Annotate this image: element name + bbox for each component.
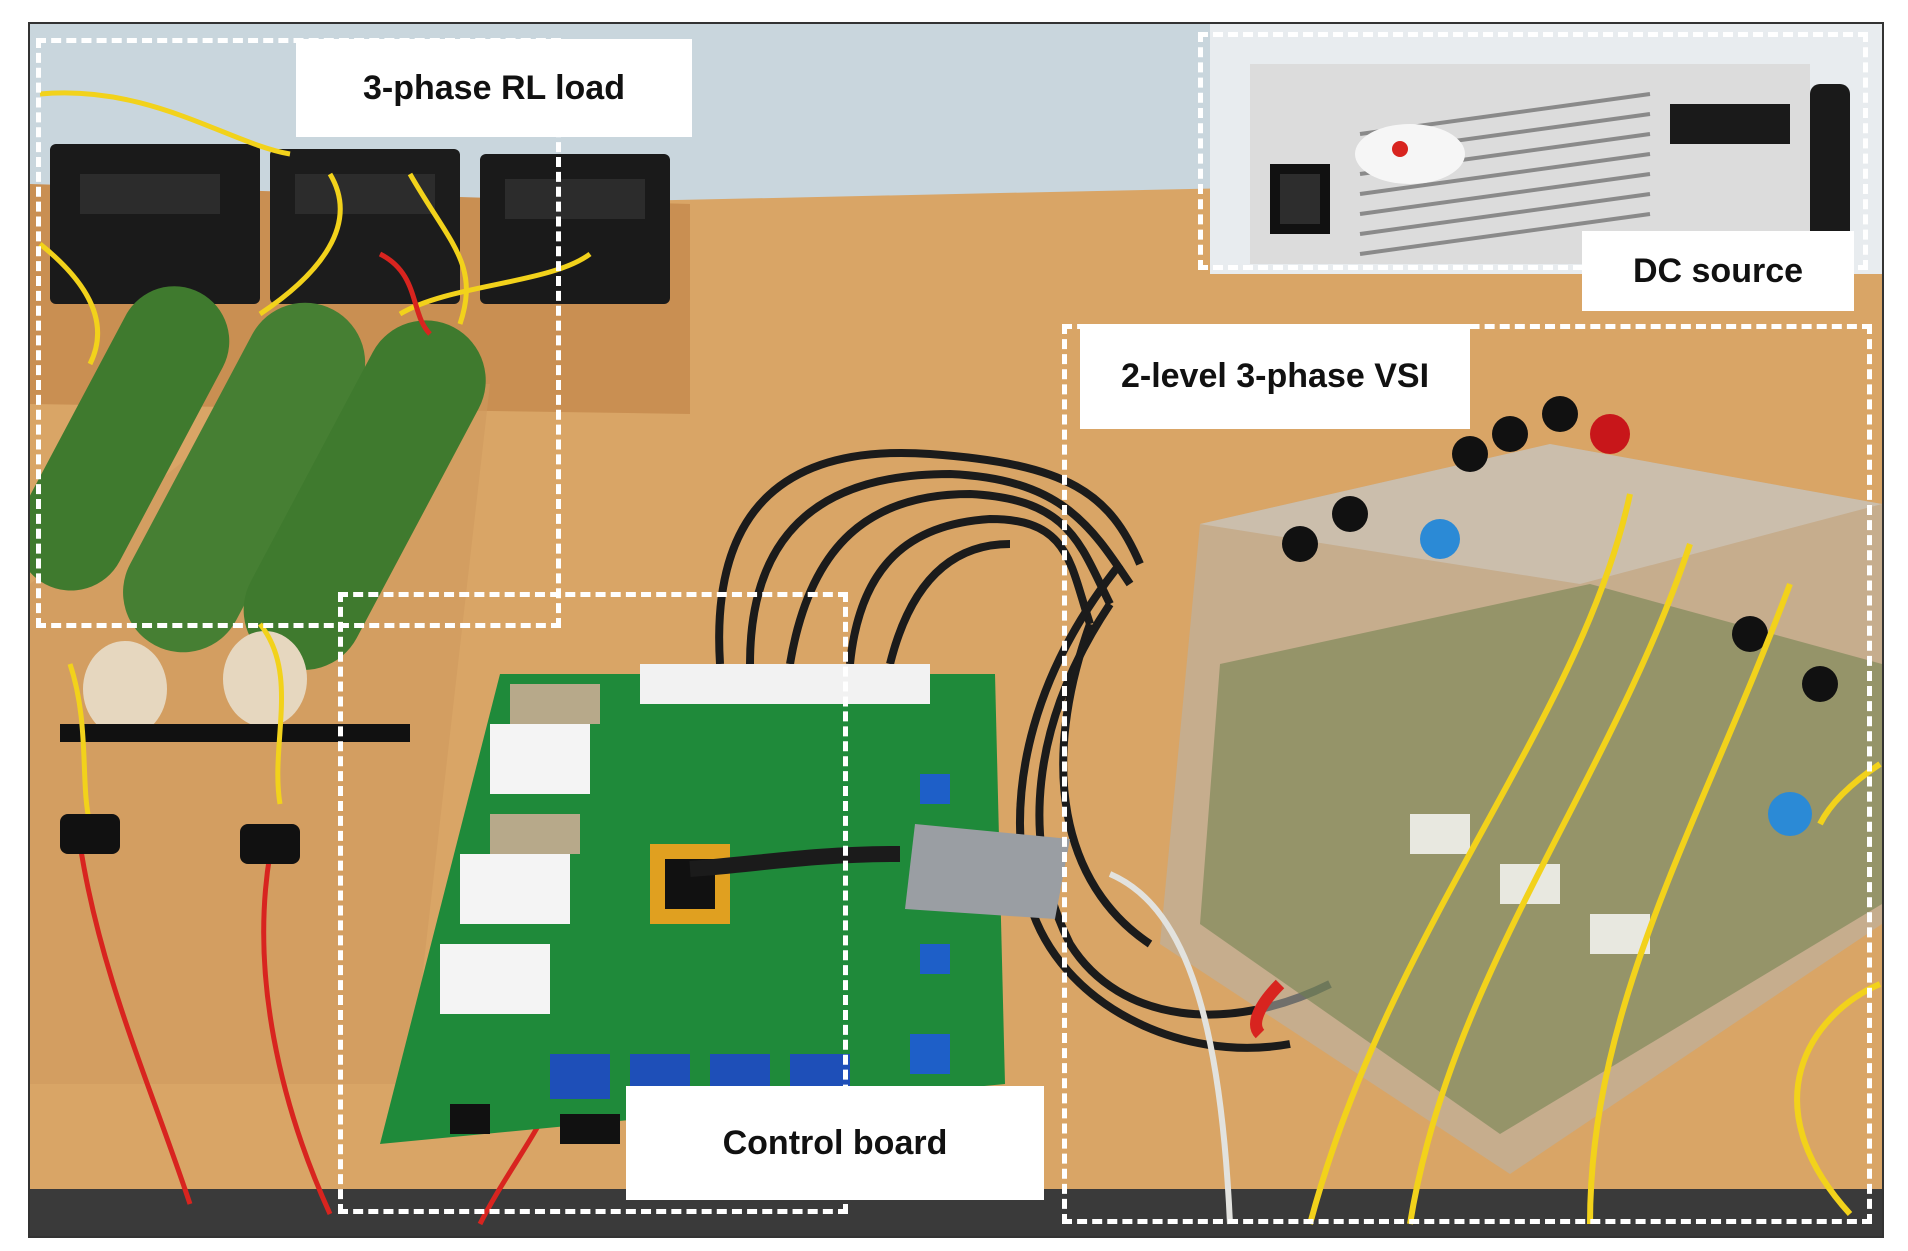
vsi-enclosure: [1160, 396, 1882, 1174]
dc-source-label: DC source: [1582, 231, 1854, 311]
dc-source-region-outline: [1198, 32, 1868, 270]
photo-frame: 3-phase RL load DC source 2-level 3-phas…: [28, 22, 1884, 1238]
lab-setup-photo: [30, 24, 1882, 1236]
resistors: [30, 286, 486, 742]
control-board-region-outline: [338, 592, 848, 1214]
rl-load-label: 3-phase RL load: [296, 39, 692, 137]
vsi-label: 2-level 3-phase VSI: [1080, 324, 1470, 429]
interface-module: [905, 824, 1070, 919]
vsi-yellow-wires: [1307, 493, 1882, 1225]
control-board-label: Control board: [626, 1086, 1044, 1200]
control-pcb: [380, 664, 1005, 1144]
load-wires: [38, 90, 592, 825]
vsi-region-outline: [1062, 324, 1872, 1224]
signal-cables: [715, 449, 1332, 1052]
